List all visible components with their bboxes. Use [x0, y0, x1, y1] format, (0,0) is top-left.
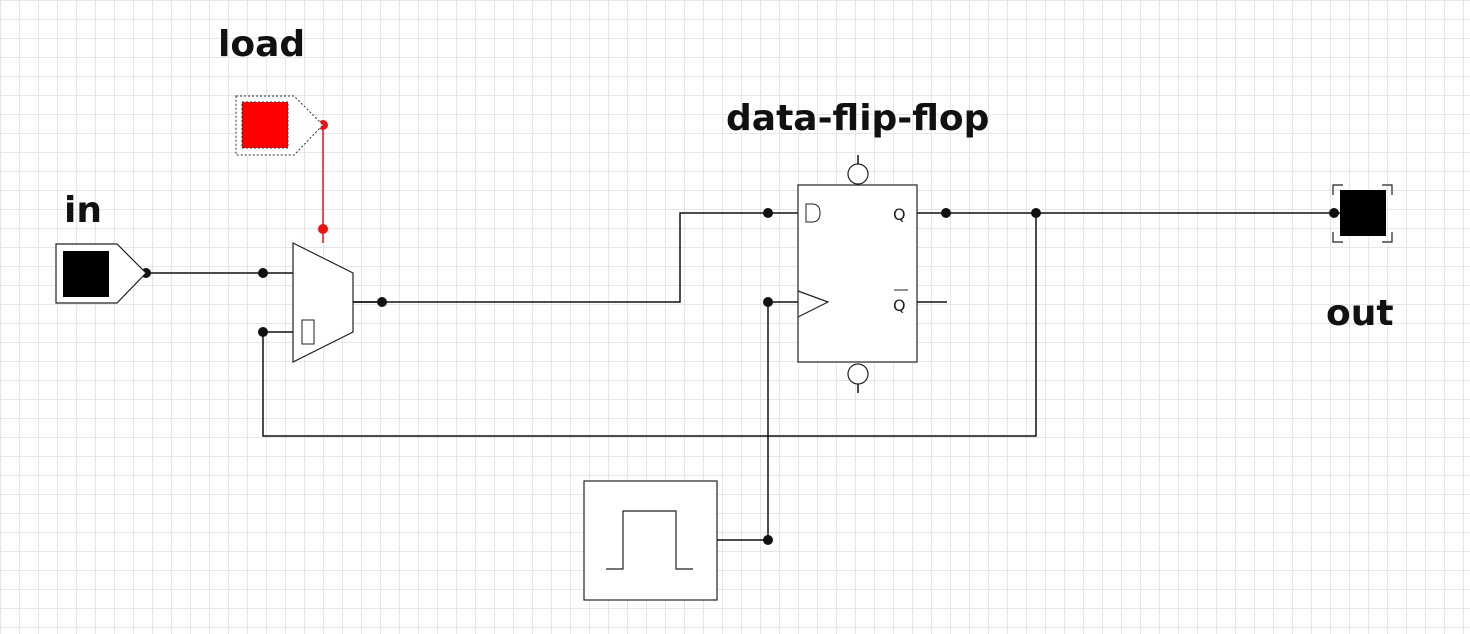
wire-mux-to-d[interactable]: [353, 212, 798, 303]
out-output[interactable]: [1332, 184, 1393, 243]
junction-dot: [258, 268, 268, 278]
out-bracket: [1382, 232, 1393, 243]
wire-clock[interactable]: [717, 301, 798, 541]
out-label: out: [1326, 293, 1394, 334]
junction-dot: [1329, 208, 1339, 218]
dff-clock-triangle-icon: [797, 290, 830, 318]
wire-feedback[interactable]: [262, 213, 1037, 437]
wires: [146, 155, 1340, 541]
out-bracket: [1332, 184, 1343, 195]
in-label: in: [64, 190, 102, 231]
clock-component[interactable]: [583, 480, 718, 601]
dff-set-bubble-icon: [847, 163, 869, 185]
junction-dot: [763, 297, 773, 307]
load-input-state[interactable]: [241, 101, 289, 149]
junction-dot: [258, 327, 268, 337]
clock-waveform-icon: [606, 510, 693, 570]
dff-d-pin-icon: [805, 203, 821, 223]
out-output-state: [1340, 190, 1386, 236]
junction-dot: [941, 208, 951, 218]
out-bracket: [1382, 184, 1393, 195]
dff-reset-bubble-icon: [847, 363, 869, 385]
multiplexer[interactable]: [292, 242, 382, 363]
d-flip-flop[interactable]: Q Q: [797, 163, 918, 385]
out-bracket: [1332, 232, 1343, 243]
dff-q-label: Q: [893, 205, 906, 224]
clock-body[interactable]: [583, 480, 718, 601]
flip-flop-label: data-flip-flop: [726, 98, 989, 139]
in-input-state[interactable]: [63, 251, 109, 297]
in-input[interactable]: [55, 243, 147, 304]
load-label: load: [218, 24, 305, 65]
dff-qbar-label: Q: [893, 296, 906, 315]
junction-dot: [763, 535, 773, 545]
load-input[interactable]: [235, 95, 324, 156]
mux-select-indicator: [301, 319, 315, 345]
junction-dot-active: [318, 224, 328, 234]
junction-dot: [1031, 208, 1041, 218]
junction-dot: [763, 208, 773, 218]
